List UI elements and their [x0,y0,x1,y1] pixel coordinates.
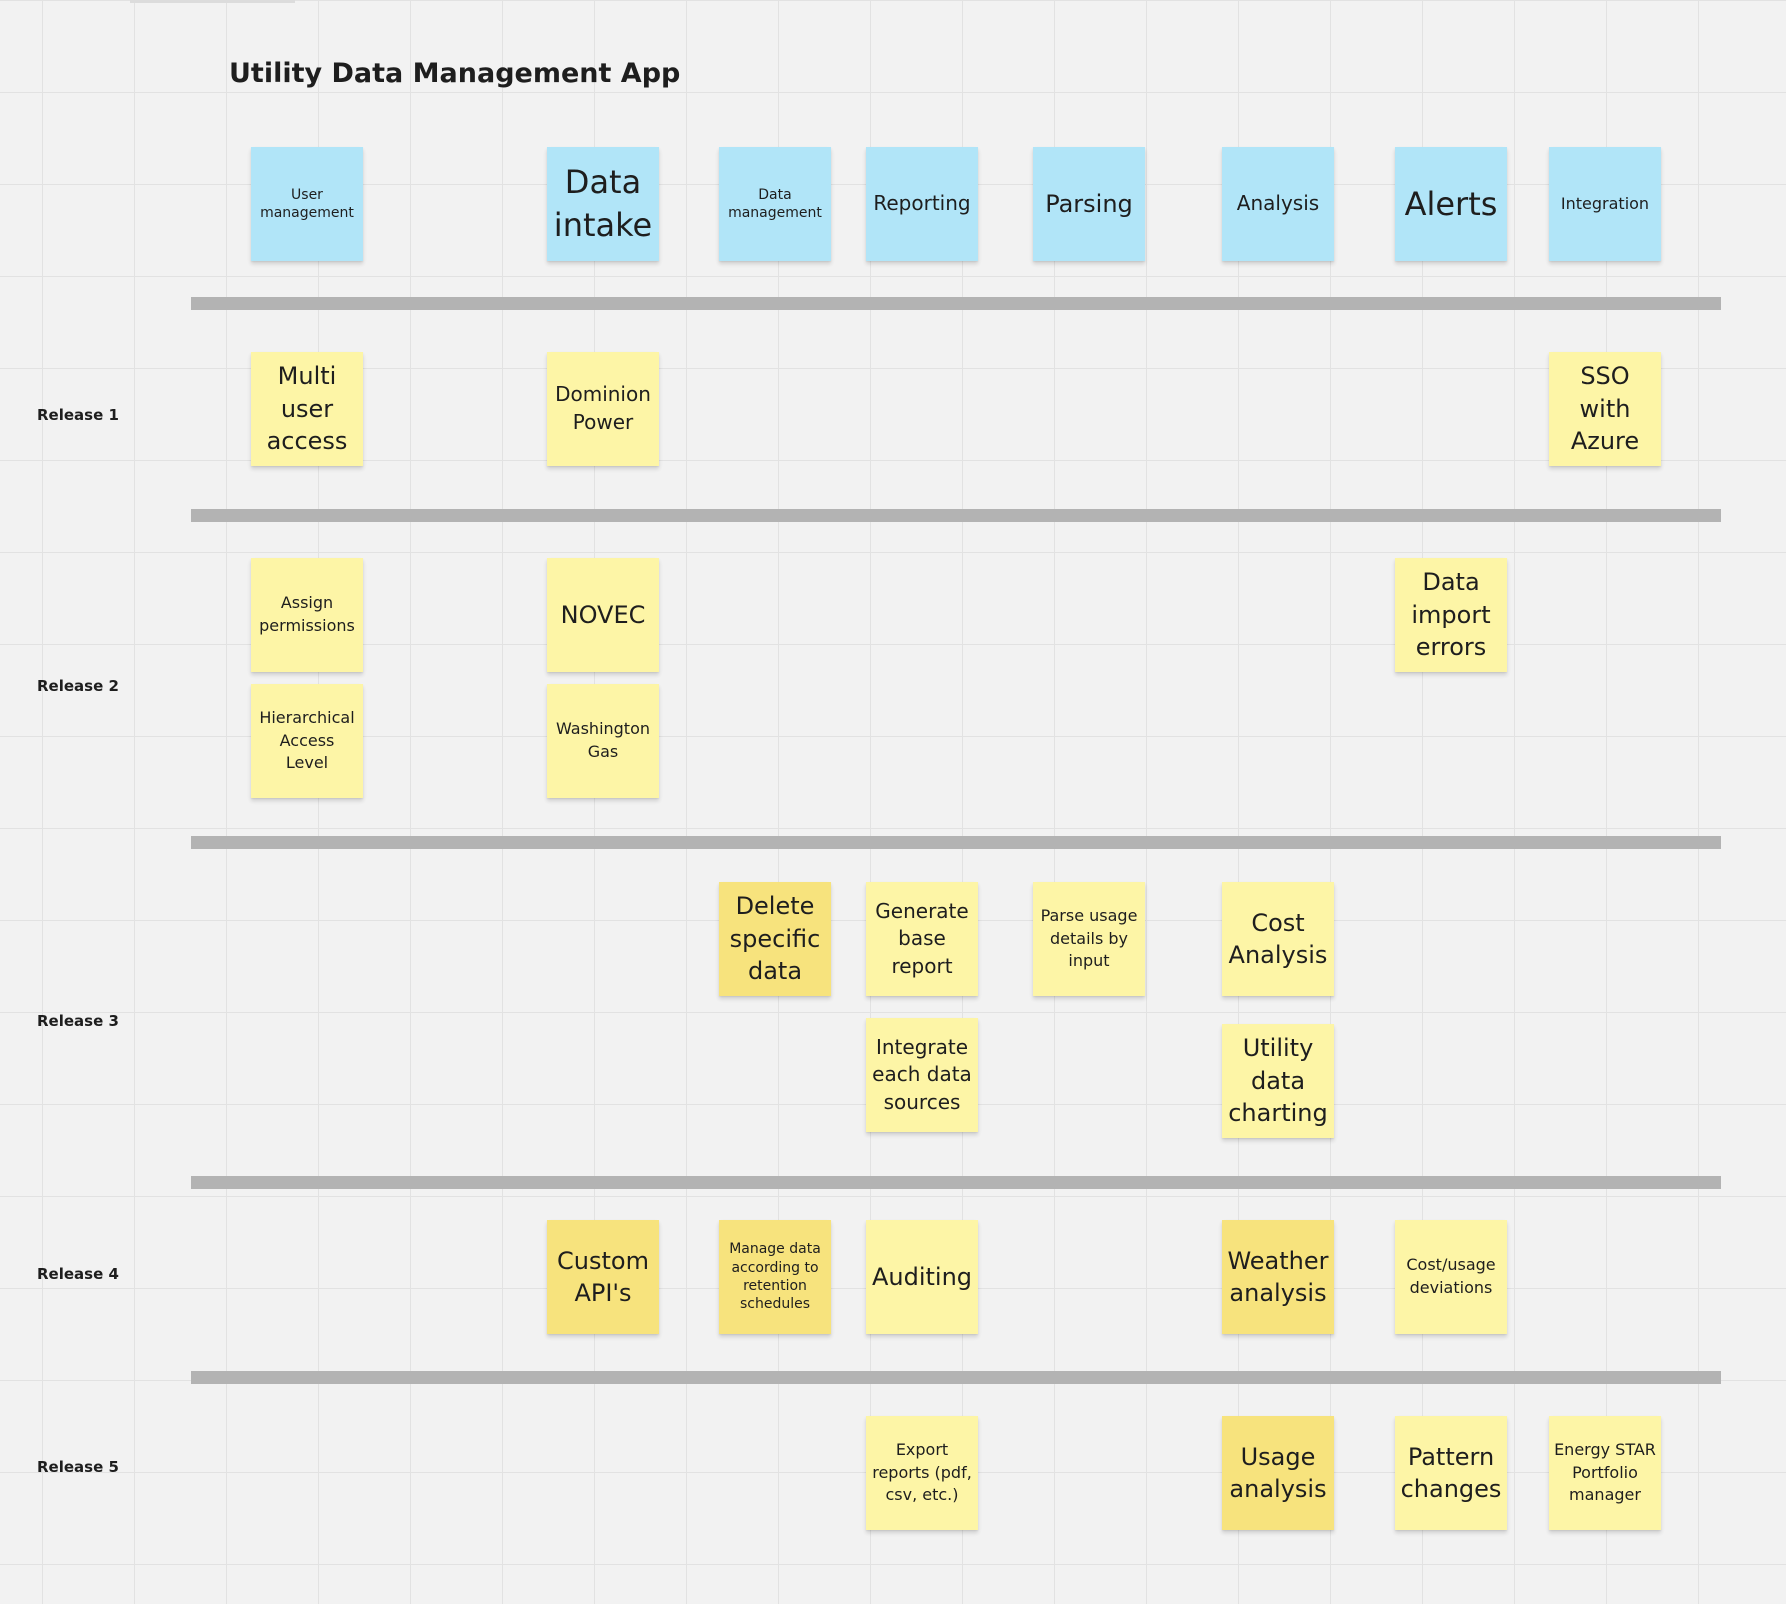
sticky-category-data-intake[interactable]: Data intake [547,147,659,261]
sticky-weather-analysis[interactable]: Weather analysis [1222,1220,1334,1334]
release-label-5: Release 5 [37,1458,119,1476]
sticky-manage-data-retention[interactable]: Manage data according to retention sched… [719,1220,831,1334]
release-label-1: Release 1 [37,406,119,424]
sticky-pattern-changes[interactable]: Pattern changes [1395,1416,1507,1530]
release-divider-2-3 [191,836,1721,849]
sticky-hierarchical-access-level[interactable]: Hierarchical Access Level [251,684,363,798]
sticky-generate-base-report[interactable]: Generate base report [866,882,978,996]
sticky-auditing[interactable]: Auditing [866,1220,978,1334]
release-divider-top [191,297,1721,310]
release-label-3: Release 3 [37,1012,119,1030]
board-title: Utility Data Management App [229,58,681,89]
sticky-category-reporting[interactable]: Reporting [866,147,978,261]
sticky-delete-specific-data[interactable]: Delete specific data [719,882,831,996]
sticky-cost-analysis[interactable]: Cost Analysis [1222,882,1334,996]
sticky-data-import-errors[interactable]: Data import errors [1395,558,1507,672]
sticky-usage-analysis[interactable]: Usage analysis [1222,1416,1334,1530]
sticky-integrate-each-data-sources[interactable]: Integrate each data sources [866,1018,978,1132]
sticky-category-parsing[interactable]: Parsing [1033,147,1145,261]
sticky-category-integration[interactable]: Integration [1549,147,1661,261]
sticky-washington-gas[interactable]: Washington Gas [547,684,659,798]
sticky-category-user-management[interactable]: User management [251,147,363,261]
sticky-energy-star-portfolio-manager[interactable]: Energy STAR Portfolio manager [1549,1416,1661,1530]
sticky-dominion-power[interactable]: Dominion Power [547,352,659,466]
sticky-sso-with-azure[interactable]: SSO with Azure [1549,352,1661,466]
sticky-category-alerts[interactable]: Alerts [1395,147,1507,261]
sticky-novec[interactable]: NOVEC [547,558,659,672]
sticky-multi-user-access[interactable]: Multi user access [251,352,363,466]
sticky-category-analysis[interactable]: Analysis [1222,147,1334,261]
sticky-custom-apis[interactable]: Custom API's [547,1220,659,1334]
release-divider-1-2 [191,509,1721,522]
sticky-cost-usage-deviations[interactable]: Cost/usage deviations [1395,1220,1507,1334]
release-label-2: Release 2 [37,677,119,695]
sticky-assign-permissions[interactable]: Assign permissions [251,558,363,672]
release-divider-4-5 [191,1371,1721,1384]
release-divider-3-4 [191,1176,1721,1189]
canvas-edge-fragment [130,0,295,3]
release-label-4: Release 4 [37,1265,119,1283]
sticky-category-data-management[interactable]: Data management [719,147,831,261]
sticky-utility-data-charting[interactable]: Utility data charting [1222,1024,1334,1138]
sticky-export-reports[interactable]: Export reports (pdf, csv, etc.) [866,1416,978,1530]
sticky-parse-usage-details[interactable]: Parse usage details by input [1033,882,1145,996]
